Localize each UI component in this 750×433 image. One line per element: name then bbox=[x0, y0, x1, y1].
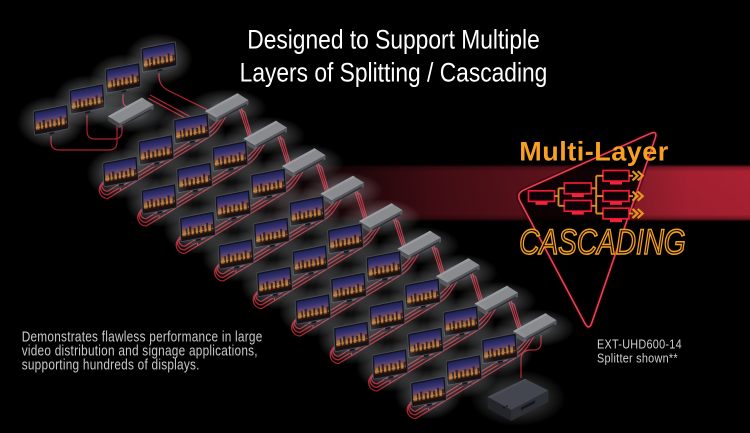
svg-text:Demonstrates flawless performa: Demonstrates flawless performance in lar… bbox=[22, 328, 263, 345]
svg-text:Designed to Support Multiple: Designed to Support Multiple bbox=[247, 26, 540, 55]
svg-text:Splitter shown**: Splitter shown** bbox=[597, 352, 678, 366]
svg-text:supporting hundreds of display: supporting hundreds of displays. bbox=[22, 356, 200, 373]
svg-text:CASCADING: CASCADING bbox=[519, 222, 685, 262]
svg-text:video distribution and signage: video distribution and signage applicati… bbox=[22, 342, 258, 359]
svg-text:Layers of Splitting / Cascadin: Layers of Splitting / Cascading bbox=[240, 59, 548, 88]
svg-text:Multi-Layer: Multi-Layer bbox=[519, 137, 669, 167]
svg-text:EXT-UHD600-14: EXT-UHD600-14 bbox=[597, 338, 682, 352]
